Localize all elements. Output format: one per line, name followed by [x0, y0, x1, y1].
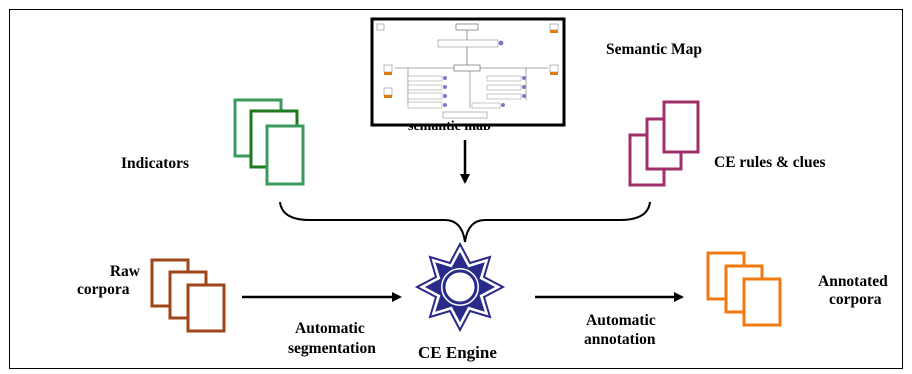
semantic-map-caption: semantic map [408, 119, 491, 130]
diagram-frame: semantic map Semantic Map Indicators CE … [9, 9, 903, 369]
auto-ann-label-line1: Automatic [586, 312, 656, 329]
indicators-document-stack-icon [233, 98, 305, 186]
ce-rules-label: CE rules & clues [714, 154, 826, 171]
annotated-corpora-label-line2: corpora [829, 291, 882, 308]
merge-brace [279, 201, 651, 243]
semantic-map-thumbnail [370, 17, 566, 127]
engine-star-wheel-icon [414, 241, 506, 333]
indicators-label: Indicators [121, 155, 190, 172]
raw-corpora-label-line1: Raw [109, 263, 140, 280]
engine-label: CE Engine [418, 343, 497, 362]
auto-seg-label-line1: Automatic [295, 320, 365, 337]
ce-rules-document-stack-icon [628, 100, 700, 187]
raw-corpora-label-line2: corpora [77, 281, 130, 298]
diagram-canvas [150, 17, 782, 333]
semantic-map-label: Semantic Map [606, 41, 703, 58]
annotated-corpora-label-line1: Annotated [818, 273, 888, 290]
annotated-corpora-document-stack-icon [706, 251, 782, 327]
auto-ann-label-line2: annotation [584, 331, 656, 348]
raw-corpora-document-stack-icon [150, 258, 226, 333]
auto-seg-label-line2: segmentation [288, 340, 376, 357]
